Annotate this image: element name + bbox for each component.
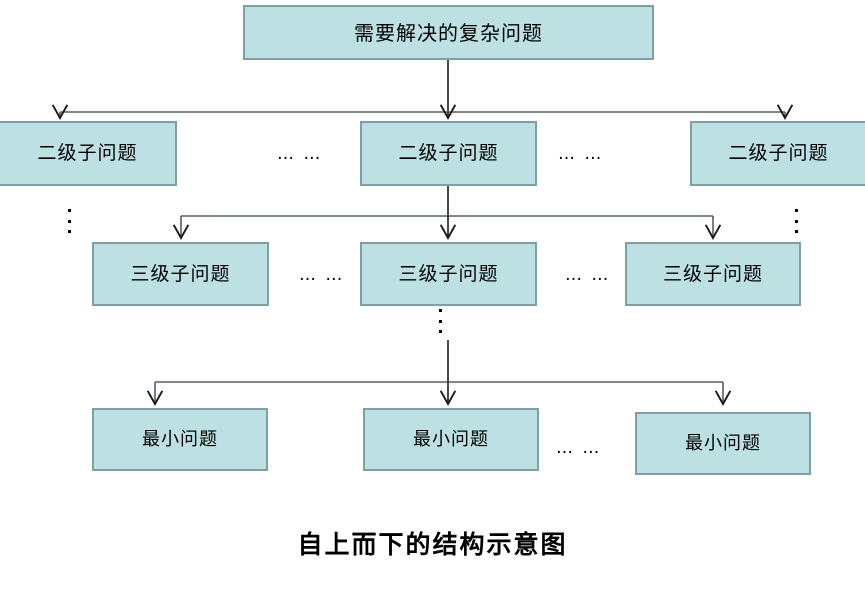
ellipsis-level4: … … (556, 438, 602, 458)
ellipsis-level2-right: … … (558, 144, 604, 164)
node-level2-middle[interactable]: 二级子问题 (360, 121, 537, 186)
ellipsis-level2-left: … … (277, 144, 323, 164)
node-level2-left[interactable]: 二级子问题 (0, 121, 177, 186)
node-level4-right[interactable]: 最小问题 (635, 412, 811, 475)
node-level4-left[interactable]: 最小问题 (92, 408, 268, 471)
node-level3-right[interactable]: 三级子问题 (625, 242, 801, 306)
ellipsis-level3-left: … … (299, 265, 345, 285)
node-root[interactable]: 需要解决的复杂问题 (243, 5, 654, 60)
node-level3-left[interactable]: 三级子问题 (92, 242, 269, 306)
vertical-ellipsis-left (66, 209, 72, 233)
diagram-caption: 自上而下的结构示意图 (297, 530, 568, 559)
node-level4-middle[interactable]: 最小问题 (363, 408, 539, 471)
ellipsis-level3-right: … … (565, 265, 611, 285)
vertical-ellipsis-center (437, 309, 443, 333)
node-level3-middle[interactable]: 三级子问题 (360, 242, 537, 306)
vertical-ellipsis-right (793, 209, 799, 233)
node-level2-right[interactable]: 二级子问题 (690, 121, 865, 186)
